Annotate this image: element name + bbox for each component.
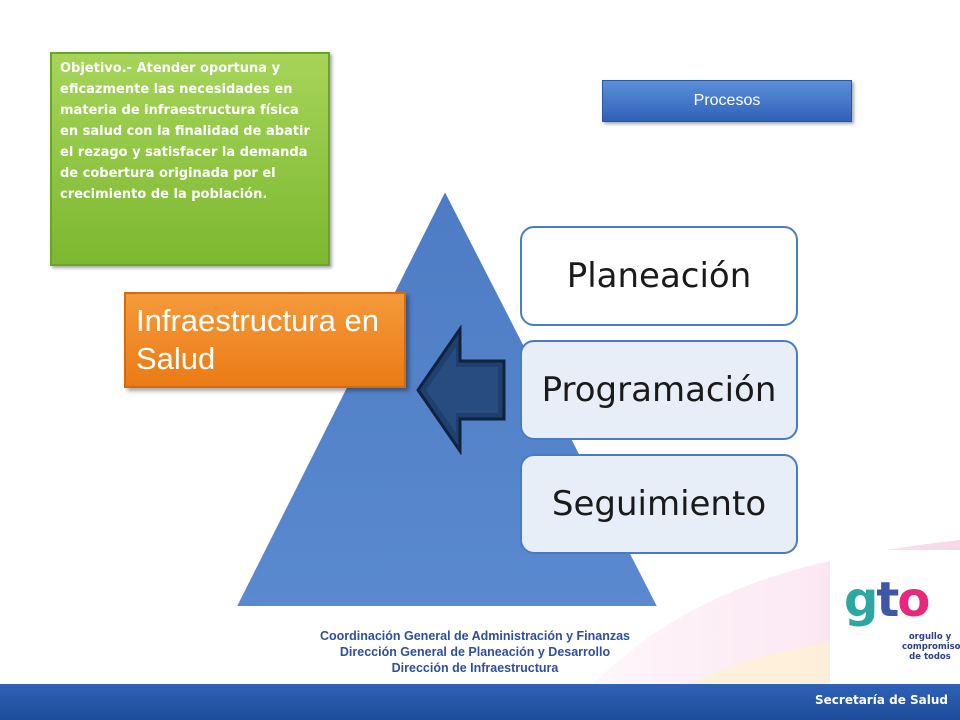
procesos-label: Procesos [693,92,761,109]
gto-logo: gto orgullo y compromiso de todos [830,550,960,684]
objective-text: Objetivo.- Atender oportuna y eficazment… [60,61,310,202]
left-arrow-icon [416,325,506,455]
step-label: Seguimiento [551,484,767,524]
secretaria-label: Secretaría de Salud [815,693,948,707]
step-programacion: Programación [520,340,798,440]
objective-box: Objetivo.- Atender oportuna y eficazment… [50,52,330,266]
footer-bar [0,684,960,720]
step-label: Programación [541,370,777,410]
step-seguimiento: Seguimiento [520,454,798,554]
infraestructura-box: Infraestructura en Salud [124,292,406,388]
footer-credits: Coordinación General de Administración y… [190,628,760,676]
footer-line-2: Dirección General de Planeación y Desarr… [339,645,611,659]
logo-tagline: orgullo y compromiso de todos [902,632,960,662]
step-planeacion: Planeación [520,226,798,326]
infraestructura-label: Infraestructura en Salud [136,303,379,376]
step-label: Planeación [566,256,752,296]
procesos-label-box: Procesos [602,80,852,122]
footer-line-3: Dirección de Infraestructura [391,661,559,675]
logo-wordmark: gto [844,572,930,628]
footer-line-1: Coordinación General de Administración y… [319,629,631,643]
